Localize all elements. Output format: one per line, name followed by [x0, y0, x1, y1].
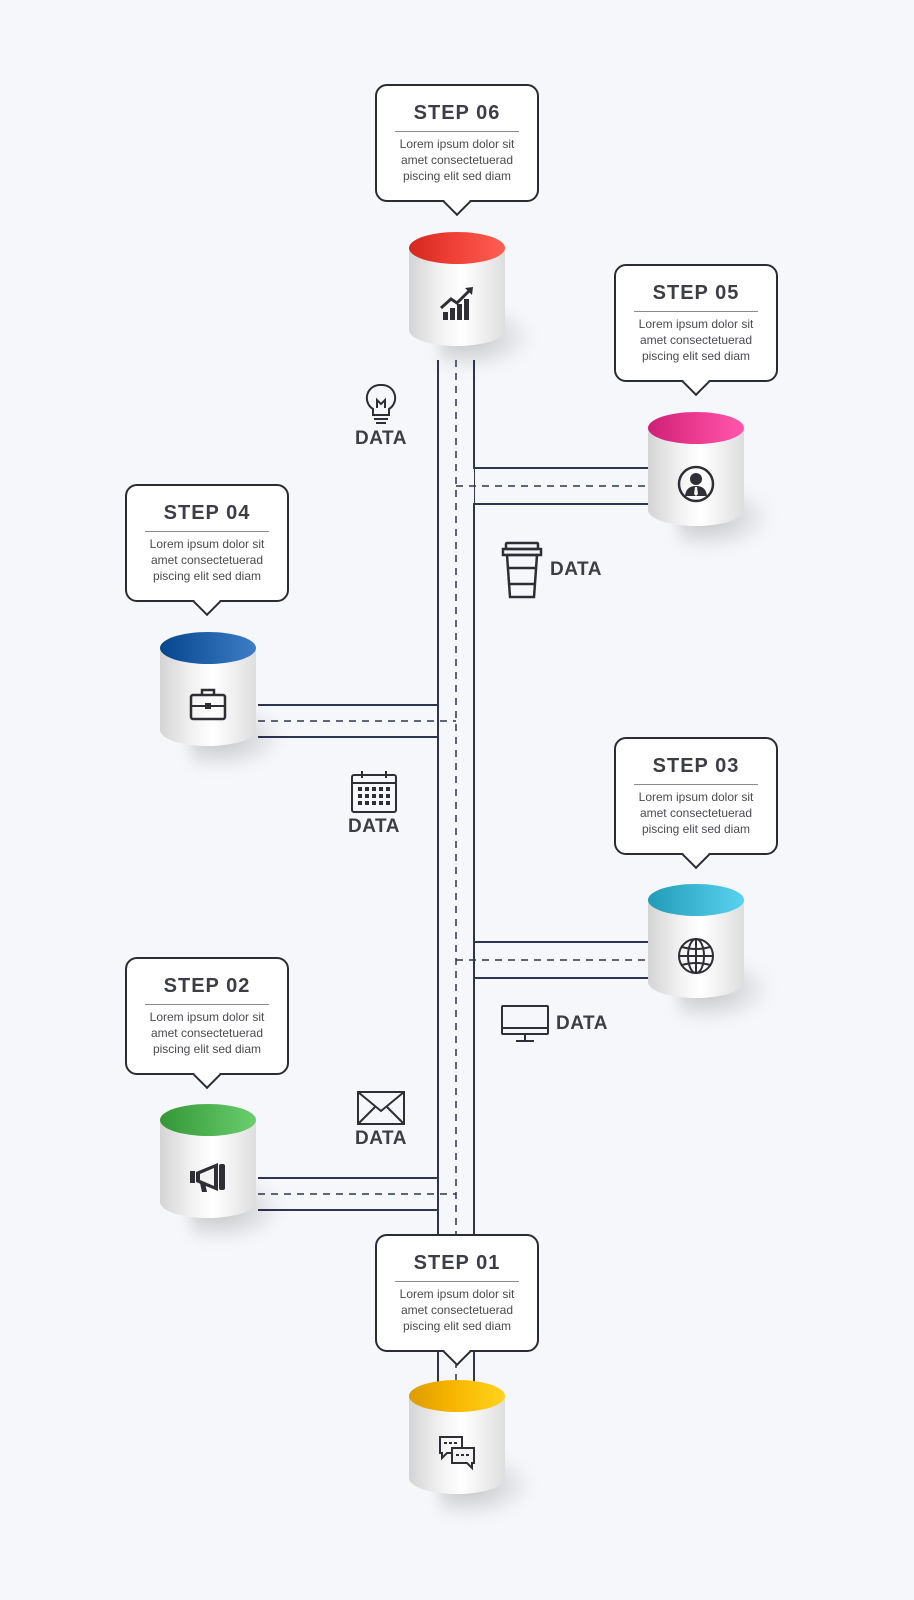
- data-label-coffee: DATA: [500, 540, 602, 600]
- step-03-cylinder: [648, 884, 774, 1024]
- step-06-text-line: piscing elit sed diam: [402, 169, 512, 183]
- step-02-text-line: Lorem ipsum dolor sit: [149, 1010, 265, 1024]
- megaphone-icon: [190, 1163, 225, 1192]
- step-02-callout: STEP 02 Lorem ipsum dolor sit amet conse…: [125, 957, 289, 1075]
- step-03-text-line: Lorem ipsum dolor sit: [638, 790, 754, 804]
- step-04-callout: STEP 04 Lorem ipsum dolor sit amet conse…: [125, 484, 289, 602]
- step-03-text: Lorem ipsum dolor sit amet consectetuera…: [616, 785, 776, 837]
- step-05-cylinder-top: [648, 412, 744, 444]
- step-06-bubble: STEP 06 Lorem ipsum dolor sit amet conse…: [375, 84, 539, 202]
- step-04-text-line: Lorem ipsum dolor sit: [149, 537, 265, 551]
- step-05-callout: STEP 05 Lorem ipsum dolor sit amet conse…: [614, 264, 778, 382]
- data-label-text: DATA: [550, 559, 602, 580]
- branch-step-04: [258, 360, 439, 706]
- step-02-text: Lorem ipsum dolor sit amet consectetuera…: [127, 1005, 287, 1057]
- step-01-text-line: piscing elit sed diam: [402, 1319, 512, 1333]
- data-label-text: DATA: [355, 1128, 407, 1149]
- step-05-text: Lorem ipsum dolor sit amet consectetuera…: [616, 312, 776, 364]
- step-05-text-line: Lorem ipsum dolor sit: [638, 317, 754, 331]
- step-01-cylinder: [409, 1380, 535, 1520]
- step-06-text-line: Lorem ipsum dolor sit: [399, 137, 515, 151]
- step-05-text-line: amet consectetuerad: [639, 333, 753, 347]
- calendar-icon: [350, 771, 397, 813]
- step-04-text-line: piscing elit sed diam: [152, 569, 262, 583]
- step-04-text: Lorem ipsum dolor sit amet consectetuera…: [127, 532, 287, 584]
- step-01-text-line: Lorem ipsum dolor sit: [399, 1287, 515, 1301]
- envelope-icon: [356, 1091, 405, 1125]
- data-label-text: DATA: [556, 1013, 608, 1034]
- step-04-bubble: STEP 04 Lorem ipsum dolor sit amet conse…: [125, 484, 289, 602]
- step-02-text-line: piscing elit sed diam: [152, 1042, 262, 1056]
- step-02-cylinder-top: [160, 1104, 256, 1136]
- step-03-text-line: amet consectetuerad: [639, 806, 753, 820]
- branch-step-05: [473, 360, 650, 469]
- data-label-text: DATA: [355, 428, 407, 449]
- growth-chart-icon: [439, 287, 473, 320]
- step-01-bubble: STEP 01 Lorem ipsum dolor sit amet conse…: [375, 1234, 539, 1352]
- step-04-text-line: amet consectetuerad: [150, 553, 264, 567]
- step-06-text-line: amet consectetuerad: [400, 153, 514, 167]
- step-03-text-line: piscing elit sed diam: [641, 822, 751, 836]
- step-01-callout: STEP 01 Lorem ipsum dolor sit amet conse…: [375, 1234, 539, 1352]
- step-06-callout: STEP 06 Lorem ipsum dolor sit amet conse…: [375, 84, 539, 202]
- step-02-cylinder: [160, 1104, 286, 1244]
- step-06-cylinder-top: [409, 232, 505, 264]
- person-icon: [677, 465, 715, 503]
- step-03-cylinder-top: [648, 884, 744, 916]
- data-label-lightbulb: DATA: [355, 382, 407, 450]
- step-05-bubble: STEP 05 Lorem ipsum dolor sit amet conse…: [614, 264, 778, 382]
- step-04-cylinder-top: [160, 632, 256, 664]
- step-06-title: STEP 06: [395, 86, 519, 132]
- step-01-text: Lorem ipsum dolor sit amet consectetuera…: [377, 1282, 537, 1334]
- data-label-monitor: DATA: [500, 1004, 608, 1044]
- step-03-callout: STEP 03 Lorem ipsum dolor sit amet conse…: [614, 737, 778, 855]
- step-04-cylinder: [160, 632, 286, 772]
- step-03-bubble: STEP 03 Lorem ipsum dolor sit amet conse…: [614, 737, 778, 855]
- coffee-cup-icon: [501, 541, 543, 599]
- step-05-text-line: piscing elit sed diam: [641, 349, 751, 363]
- step-01-text-line: amet consectetuerad: [400, 1303, 514, 1317]
- step-02-bubble: STEP 02 Lorem ipsum dolor sit amet conse…: [125, 957, 289, 1075]
- lightbulb-icon: [365, 383, 397, 424]
- briefcase-icon: [189, 688, 227, 721]
- globe-icon: [678, 938, 714, 974]
- step-02-text-line: amet consectetuerad: [150, 1026, 264, 1040]
- step-05-cylinder: [648, 412, 774, 552]
- step-03-title: STEP 03: [634, 739, 758, 785]
- monitor-icon: [501, 1005, 549, 1042]
- data-label-text: DATA: [348, 816, 400, 837]
- chat-icon: [439, 1436, 475, 1471]
- step-05-title: STEP 05: [634, 266, 758, 312]
- step-04-title: STEP 04: [145, 486, 269, 532]
- data-label-envelope: DATA: [355, 1090, 407, 1150]
- step-06-cylinder: [409, 232, 535, 372]
- step-06-text: Lorem ipsum dolor sit amet consectetuera…: [377, 132, 537, 184]
- step-01-title: STEP 01: [395, 1236, 519, 1282]
- step-02-title: STEP 02: [145, 959, 269, 1005]
- step-01-cylinder-top: [409, 1380, 505, 1412]
- data-label-calendar: DATA: [348, 770, 400, 838]
